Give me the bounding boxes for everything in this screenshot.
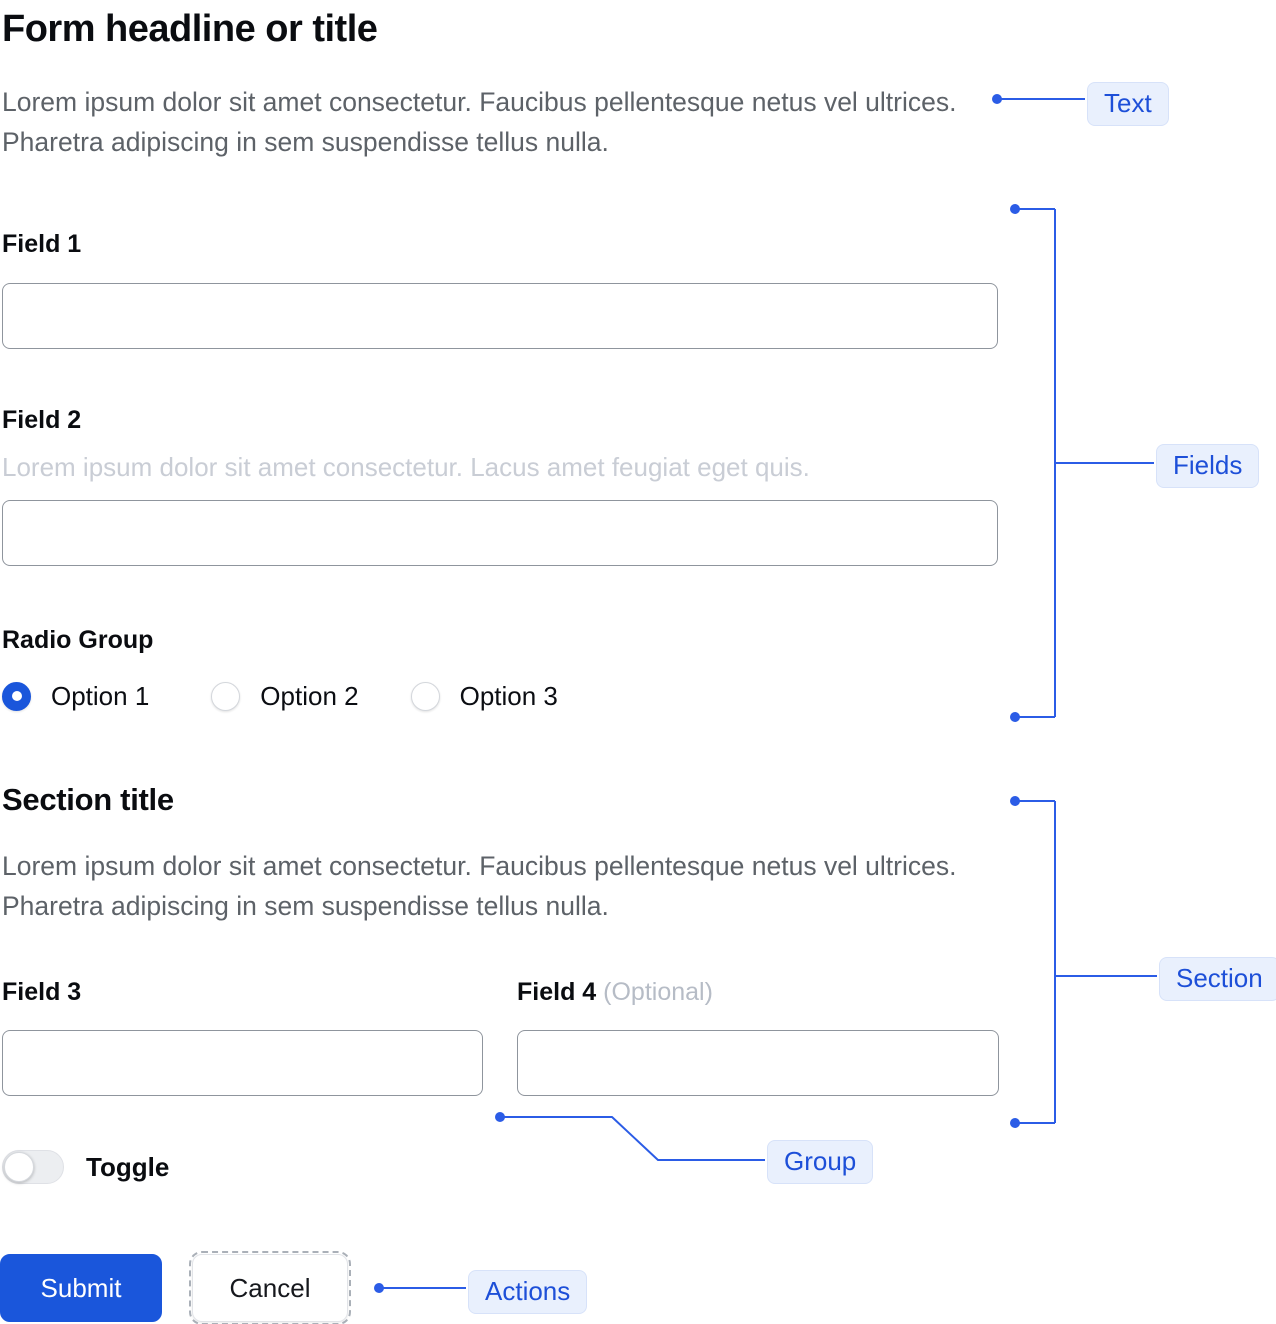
radio-option-label: Option 3 bbox=[459, 680, 558, 711]
field4-label-text: Field 4 bbox=[517, 978, 597, 1006]
field4-optional-tag: (Optional) bbox=[603, 978, 713, 1006]
toggle-knob bbox=[4, 1152, 34, 1182]
field4-input[interactable] bbox=[517, 1030, 999, 1096]
radio-option-1[interactable]: Option 1 bbox=[2, 681, 149, 712]
section-title: Section title bbox=[2, 782, 174, 817]
page-title: Form headline or title bbox=[2, 8, 378, 50]
field3-label: Field 3 bbox=[2, 978, 82, 1006]
annotation-group: Group bbox=[767, 1140, 874, 1184]
submit-button[interactable]: Submit bbox=[0, 1254, 162, 1322]
field2-input[interactable] bbox=[2, 500, 998, 566]
annotation-section: Section bbox=[1159, 957, 1276, 1001]
annotation-text: Text bbox=[1087, 82, 1169, 126]
field2-label: Field 2 bbox=[2, 406, 82, 434]
field1-label: Field 1 bbox=[2, 230, 82, 258]
radio-option-2[interactable]: Option 2 bbox=[211, 680, 359, 712]
cancel-button[interactable]: Cancel bbox=[189, 1251, 351, 1324]
radio-option-label: Option 1 bbox=[51, 680, 150, 711]
field3-input[interactable] bbox=[2, 1030, 483, 1096]
field4-label: Field 4 (Optional) bbox=[517, 978, 713, 1007]
radio-unselected-icon bbox=[410, 681, 440, 711]
field1-input[interactable] bbox=[2, 283, 998, 349]
radio-option-label: Option 2 bbox=[260, 680, 359, 711]
radio-selected-icon bbox=[2, 681, 31, 711]
radio-option-3[interactable]: Option 3 bbox=[410, 680, 558, 712]
radio-group-label: Radio Group bbox=[2, 626, 154, 654]
radio-group: Option 1 Option 2 Option 3 bbox=[2, 680, 558, 712]
toggle-row: Toggle bbox=[2, 1150, 169, 1184]
annotation-fields: Fields bbox=[1156, 444, 1260, 488]
section-description: Lorem ipsum dolor sit amet consectetur. … bbox=[2, 851, 957, 921]
toggle-label: Toggle bbox=[86, 1151, 170, 1182]
intro-text: Lorem ipsum dolor sit amet consectetur. … bbox=[2, 87, 957, 157]
radio-unselected-icon bbox=[211, 681, 241, 711]
toggle-switch[interactable] bbox=[2, 1150, 64, 1184]
field2-help-text: Lorem ipsum dolor sit amet consectetur. … bbox=[2, 452, 810, 482]
annotation-actions: Actions bbox=[468, 1270, 588, 1314]
